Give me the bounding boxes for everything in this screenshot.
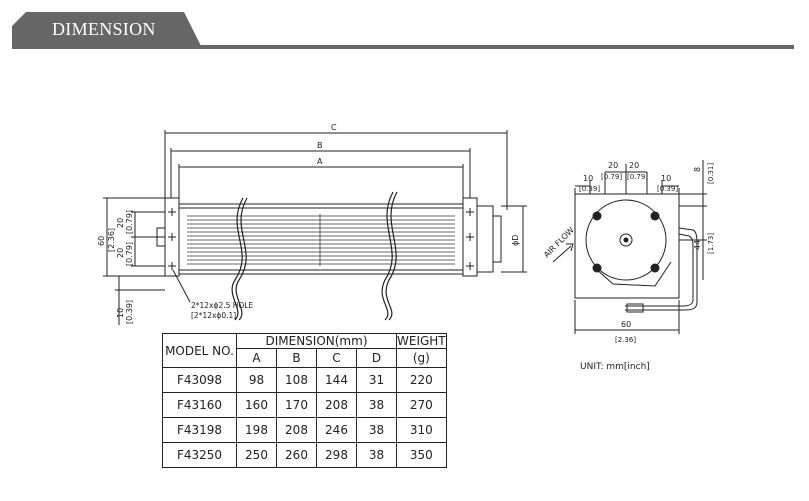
weight-header: WEIGHT	[396, 333, 447, 349]
b-cell: 108	[276, 367, 317, 393]
mount-holes	[168, 208, 474, 270]
dim-a-label: A	[317, 157, 323, 166]
c-cell: 144	[316, 367, 357, 393]
d-cell: 38	[356, 442, 397, 468]
fan-housing	[178, 203, 464, 275]
hole-label: 2*12xϕ2.5 HOLE	[191, 301, 253, 310]
end-dim-10r: 10	[661, 174, 671, 183]
a-cell: 98	[236, 367, 277, 393]
dim-039-label: [0.39]	[125, 300, 134, 324]
b-cell: 208	[276, 417, 317, 443]
a-cell: 160	[236, 392, 277, 418]
end-dim-039l: [0.39]	[579, 185, 600, 193]
section-title: DIMENSION	[52, 19, 156, 39]
b-cell: 170	[276, 392, 317, 418]
table-row: F43198 198 208 246 38 310	[162, 417, 447, 443]
model-cell: F43250	[162, 442, 237, 468]
dim-20-top-label: 20	[116, 218, 125, 228]
end-dim-173: [1.73]	[707, 233, 715, 254]
end-dim-031: [0.31]	[707, 163, 715, 184]
end-dim-20b: 20	[629, 161, 639, 170]
dimension-header: DIMENSION(mm)	[236, 333, 397, 349]
col-header-a: A	[236, 348, 277, 368]
model-cell: F43160	[162, 392, 237, 418]
table-row: F43160 160 170 208 38 270	[162, 392, 447, 418]
a-cell: 250	[236, 442, 277, 468]
table-row: F43250 250 260 298 38 350	[162, 442, 447, 468]
section-header: DIMENSION	[12, 12, 794, 50]
end-dim-039r: [0.39]	[657, 185, 678, 193]
motor-body	[476, 205, 494, 273]
d-cell: 38	[356, 392, 397, 418]
end-dim-44: 44	[693, 240, 702, 250]
weight-cell: 270	[396, 392, 447, 418]
end-dim-20a: 20	[608, 161, 618, 170]
dim-079-bot-label: [0.79]	[125, 242, 134, 266]
dim-c-label: C	[331, 123, 337, 132]
end-frame	[574, 193, 680, 299]
end-dim-8: 8	[693, 167, 702, 172]
col-header-c: C	[316, 348, 357, 368]
b-cell: 260	[276, 442, 317, 468]
side-view-drawing: C B A ϕD 60 [2.36] 20 [0.79] 20 [0.79] 1…	[97, 123, 527, 325]
end-dim-60: 60	[621, 320, 631, 329]
col-header-b: B	[276, 348, 317, 368]
header-divider	[12, 45, 794, 49]
weight-cell: 350	[396, 442, 447, 468]
motor-circle	[585, 199, 667, 281]
hole-label-inch: [2*12xϕ0.1]	[191, 311, 236, 320]
dim-d-label: ϕD	[511, 235, 520, 246]
dim-60-label: 60	[97, 236, 106, 246]
section-tab	[12, 12, 202, 48]
weight-unit: (g)	[396, 348, 447, 368]
unit-note: UNIT: mm[inch]	[580, 362, 650, 372]
end-dim-079b: [0.79]	[627, 173, 648, 181]
a-cell: 198	[236, 417, 277, 443]
col-header-d: D	[356, 348, 397, 368]
end-dim-079a: [0.79]	[601, 173, 622, 181]
d-cell: 31	[356, 367, 397, 393]
dim-10-label: 10	[116, 308, 125, 318]
end-dim-10l: 10	[583, 174, 593, 183]
dim-236-label: [2.36]	[107, 228, 116, 252]
dim-20-bot-label: 20	[116, 248, 125, 258]
model-cell: F43198	[162, 417, 237, 443]
end-view-drawing: 20 20 [0.79] [0.79] 10 [0.39] 10 [0.39] …	[542, 160, 715, 344]
end-dim-236: [2.36]	[615, 336, 636, 344]
weight-cell: 220	[396, 367, 447, 393]
dim-079-top-label: [0.79]	[125, 210, 134, 234]
c-cell: 208	[316, 392, 357, 418]
spec-table: MODEL NO. DIMENSION(mm) WEIGHT A B C D (…	[162, 333, 447, 468]
lead-wire	[625, 227, 698, 311]
air-flow-label: AIR FLOW	[542, 225, 576, 259]
c-cell: 298	[316, 442, 357, 468]
impeller-blades	[187, 214, 455, 266]
dim-b-label: B	[317, 141, 323, 150]
d-cell: 38	[356, 417, 397, 443]
weight-cell: 310	[396, 417, 447, 443]
model-header: MODEL NO.	[162, 333, 237, 368]
table-row: F43098 98 108 144 31 220	[162, 367, 447, 393]
model-cell: F43098	[162, 367, 237, 393]
c-cell: 246	[316, 417, 357, 443]
